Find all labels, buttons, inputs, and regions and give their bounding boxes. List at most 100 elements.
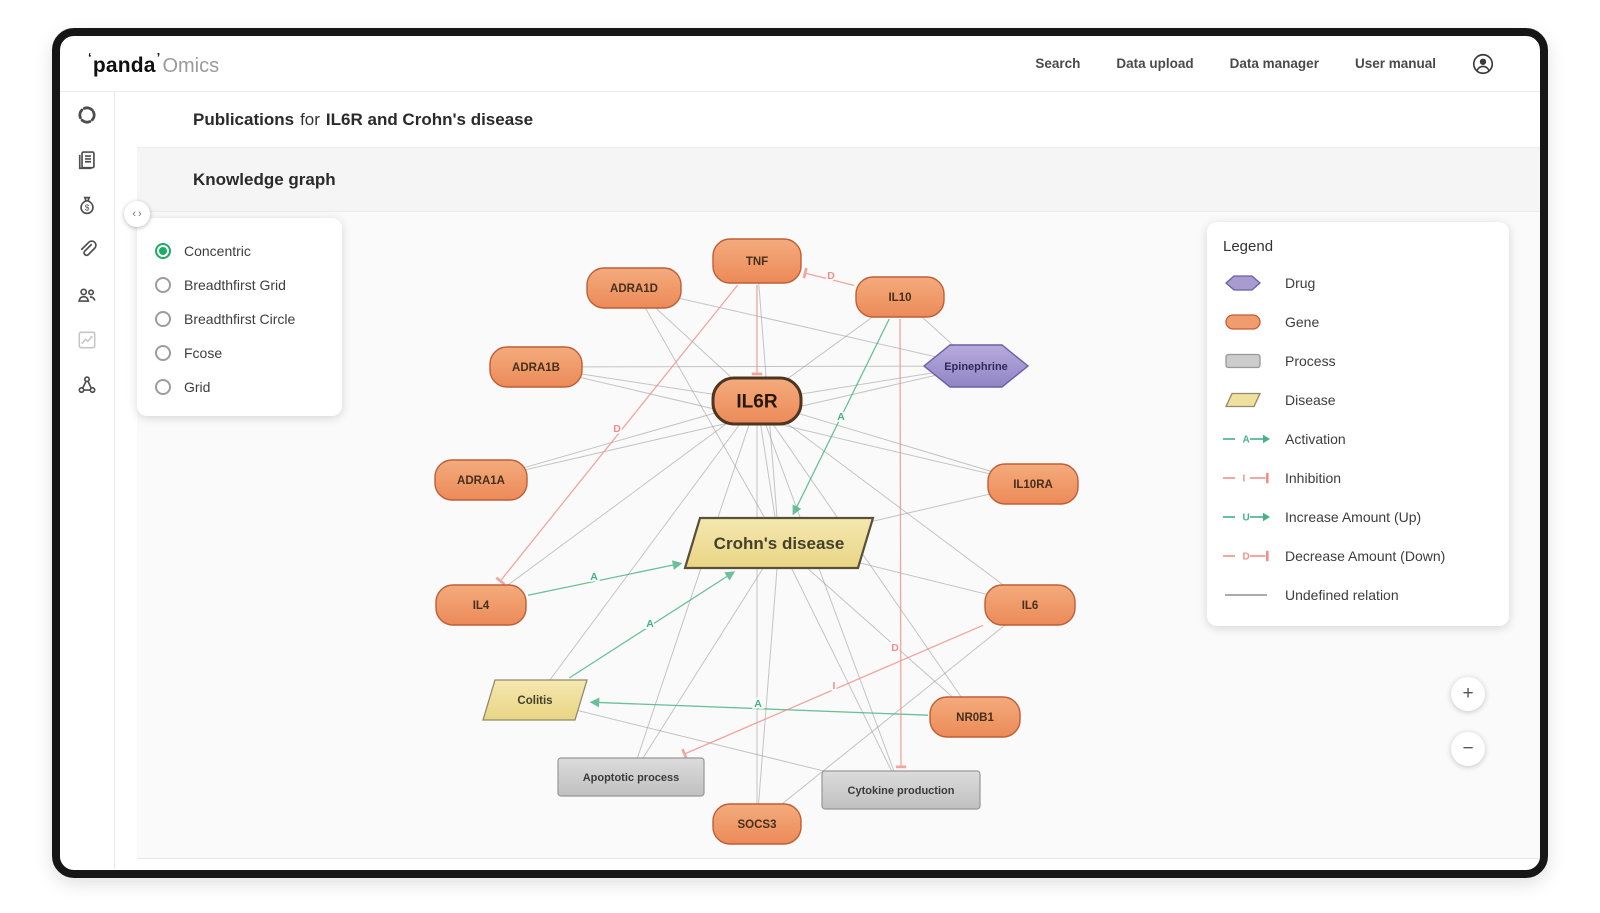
svg-text:$: $	[85, 203, 90, 212]
nav-data-manager[interactable]: Data manager	[1229, 56, 1319, 71]
nav-search[interactable]: Search	[1035, 56, 1081, 71]
analytics-icon[interactable]	[76, 329, 98, 351]
decrease-amount-down-swatch: D	[1223, 549, 1271, 563]
node-label: IL6R	[736, 392, 777, 413]
node-il10ra[interactable]: IL10RA	[987, 463, 1079, 505]
node-label: Cytokine production	[848, 785, 955, 797]
node-tnf[interactable]: TNF	[712, 238, 802, 284]
node-adra1a[interactable]: ADRA1A	[434, 459, 528, 501]
layout-option-grid[interactable]: Grid	[137, 370, 342, 404]
edge-label: D	[613, 423, 621, 435]
layout-option-breadthfirst-circle[interactable]: Breadthfirst Circle	[137, 302, 342, 336]
attachment-icon[interactable]	[76, 239, 98, 261]
graph-edge	[756, 400, 976, 718]
node-colitis[interactable]: Colitis	[482, 679, 588, 721]
node-socs3[interactable]: SOCS3	[712, 803, 802, 845]
graph-edge	[756, 542, 780, 825]
node-label: Crohn's disease	[714, 534, 845, 553]
gene-swatch	[1223, 312, 1271, 332]
graph-edge	[778, 542, 976, 718]
node-il10[interactable]: IL10	[855, 276, 945, 318]
body: $ Publications for IL6R and Crohn's dise…	[60, 92, 1540, 869]
activation-swatch: A	[1223, 432, 1271, 446]
radio-icon	[155, 277, 171, 293]
node-label: SOCS3	[738, 819, 777, 831]
graph-edge-activation	[527, 560, 683, 596]
node-label: NR0B1	[956, 712, 994, 724]
legend-label: Gene	[1285, 313, 1320, 330]
legend-title: Legend	[1223, 238, 1274, 255]
funding-icon[interactable]: $	[76, 194, 98, 216]
app-window: pandaOmics Search Data upload Data manager…	[52, 28, 1548, 878]
svg-text:U: U	[1243, 512, 1250, 523]
legend-label: Drug	[1285, 274, 1316, 291]
legend-label: Disease	[1285, 391, 1336, 408]
graph-edge	[756, 400, 902, 791]
node-label: ADRA1B	[512, 362, 560, 374]
legend-item-drug: Drug	[1207, 263, 1509, 302]
nav-user-manual[interactable]: User manual	[1354, 56, 1436, 71]
node-label: IL6	[1022, 600, 1039, 612]
panel-toggle[interactable]: ‹ ›	[124, 201, 150, 227]
progress-circle-icon[interactable]	[76, 104, 98, 126]
radio-icon	[155, 379, 171, 395]
drug-swatch	[1223, 273, 1271, 293]
graph-edge-decrease	[895, 318, 907, 769]
zoom-out-button[interactable]: −	[1451, 732, 1485, 766]
edge-label: A	[590, 571, 598, 583]
layout-option-concentric[interactable]: Concentric	[137, 234, 342, 268]
radio-icon	[155, 243, 171, 259]
publications-icon[interactable]	[76, 149, 98, 171]
layout-option-breadthfirst-grid[interactable]: Breadthfirst Grid	[137, 268, 342, 302]
account-icon[interactable]	[1472, 53, 1494, 75]
node-adra1d[interactable]: ADRA1D	[586, 267, 682, 309]
edge-label: D	[827, 270, 835, 282]
section-title: Knowledge graph	[193, 169, 336, 189]
legend-label: Process	[1285, 352, 1336, 369]
node-label: Colitis	[517, 695, 552, 707]
layout-option-fcose[interactable]: Fcose	[137, 336, 342, 370]
sidebar: $	[60, 92, 115, 869]
graph-edge	[534, 400, 758, 701]
legend-label: Undefined relation	[1285, 586, 1399, 603]
graph-edge	[633, 287, 780, 544]
app-logo[interactable]: pandaOmics	[88, 50, 219, 78]
graph-edge-activation	[792, 318, 890, 516]
nav-data-upload[interactable]: Data upload	[1116, 56, 1194, 71]
node-nr0b1[interactable]: NR0B1	[929, 696, 1021, 738]
node-epinephrine[interactable]: Epinephrine	[922, 344, 1030, 388]
top-bar: pandaOmics Search Data upload Data manager…	[60, 36, 1540, 92]
legend-item-gene: Gene	[1207, 302, 1509, 341]
layout-option-label: Fcose	[184, 345, 223, 361]
node-il6[interactable]: IL6	[984, 584, 1076, 626]
legend-label: Increase Amount (Up)	[1285, 508, 1422, 525]
node-cytokine-production[interactable]: Cytokine production	[821, 770, 981, 810]
graph-edge	[778, 542, 902, 791]
process-swatch	[1223, 351, 1271, 371]
graph-edge-activation	[589, 697, 929, 716]
increase-amount-up-swatch: U	[1223, 510, 1271, 524]
node-adra1b[interactable]: ADRA1B	[489, 346, 583, 388]
team-icon[interactable]	[76, 284, 98, 306]
graph-edge	[630, 542, 780, 778]
node-label: Apoptotic process	[583, 772, 680, 784]
zoom-in-button[interactable]: +	[1451, 677, 1485, 711]
legend-item-undefined-relation: Undefined relation	[1207, 575, 1509, 614]
graph-edge-decrease	[802, 267, 855, 287]
node-il4[interactable]: IL4	[435, 584, 527, 626]
node-crohn-s-disease[interactable]: Crohn's disease	[683, 516, 875, 570]
layout-option-label: Breadthfirst Circle	[184, 311, 296, 327]
legend-label: Activation	[1285, 430, 1346, 447]
node-apoptotic-process[interactable]: Apoptotic process	[557, 757, 705, 797]
logo-omics: Omics	[162, 54, 220, 77]
layout-option-label: Breadthfirst Grid	[184, 277, 286, 293]
node-il6r[interactable]: IL6R	[711, 376, 803, 426]
network-icon[interactable]	[76, 374, 98, 396]
edge-label: I	[833, 680, 836, 692]
chevron-right-icon: ›	[138, 208, 142, 220]
svg-text:I: I	[1243, 473, 1246, 484]
